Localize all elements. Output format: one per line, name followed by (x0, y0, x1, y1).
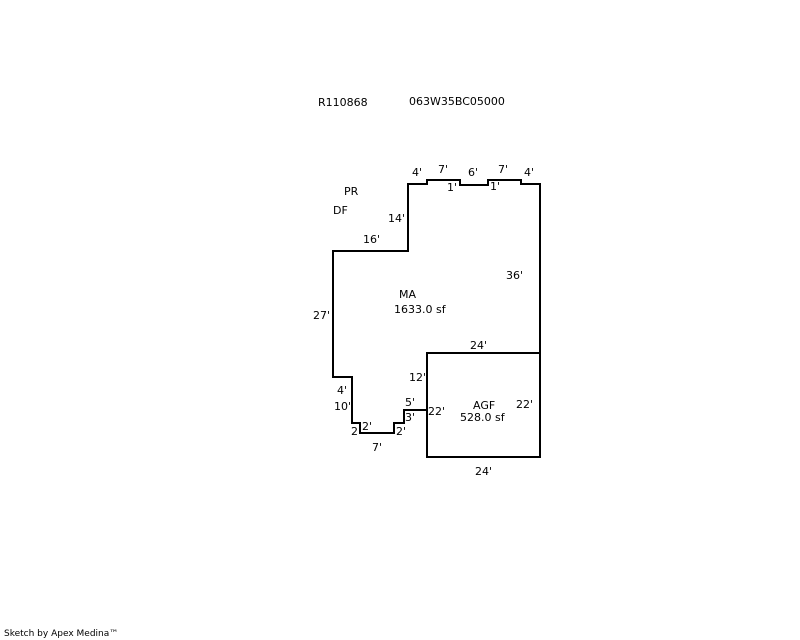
dim-label: 4' (412, 166, 422, 179)
dim-label: 10' (334, 400, 351, 413)
dim-label: 7' (372, 441, 382, 454)
dim-label: 36' (506, 269, 523, 282)
code-df: DF (333, 204, 348, 217)
agf-area: 528.0 sf (460, 411, 506, 424)
dim-label: 4' (337, 384, 347, 397)
ma-label: MA (399, 288, 416, 301)
dim-label: 5' (405, 396, 415, 409)
dim-label: 1' (447, 181, 457, 194)
code-pr: PR (344, 185, 359, 198)
dim-label: 7' (438, 163, 448, 176)
agf-outline (426, 352, 541, 458)
dim-label: 24' (475, 465, 492, 478)
dim-label: 14' (388, 212, 405, 225)
dim-label: 1' (490, 180, 500, 193)
parcel-id: R110868 (318, 96, 368, 109)
dim-label: 12' (409, 371, 426, 384)
map-tax-lot: 063W35BC05000 (409, 95, 505, 108)
main-area-outline (332, 179, 541, 434)
dim-label: 24' (470, 339, 487, 352)
agf-label: AGF (473, 399, 495, 412)
ma-area: 1633.0 sf (394, 303, 447, 316)
dim-label: 7' (498, 163, 508, 176)
dim-label: 27' (313, 309, 330, 322)
dim-label: 16' (363, 233, 380, 246)
dim-label: 22' (428, 405, 445, 418)
dim-label: 2' (362, 420, 372, 433)
dim-label: 2' (351, 425, 361, 438)
footer-credit: Sketch by Apex Medina™ (4, 629, 118, 639)
dim-label: 2' (396, 425, 406, 438)
dim-label: 22' (516, 398, 533, 411)
dim-label: 3' (405, 411, 415, 424)
dim-label: 4' (524, 166, 534, 179)
dim-label: 6' (468, 166, 478, 179)
